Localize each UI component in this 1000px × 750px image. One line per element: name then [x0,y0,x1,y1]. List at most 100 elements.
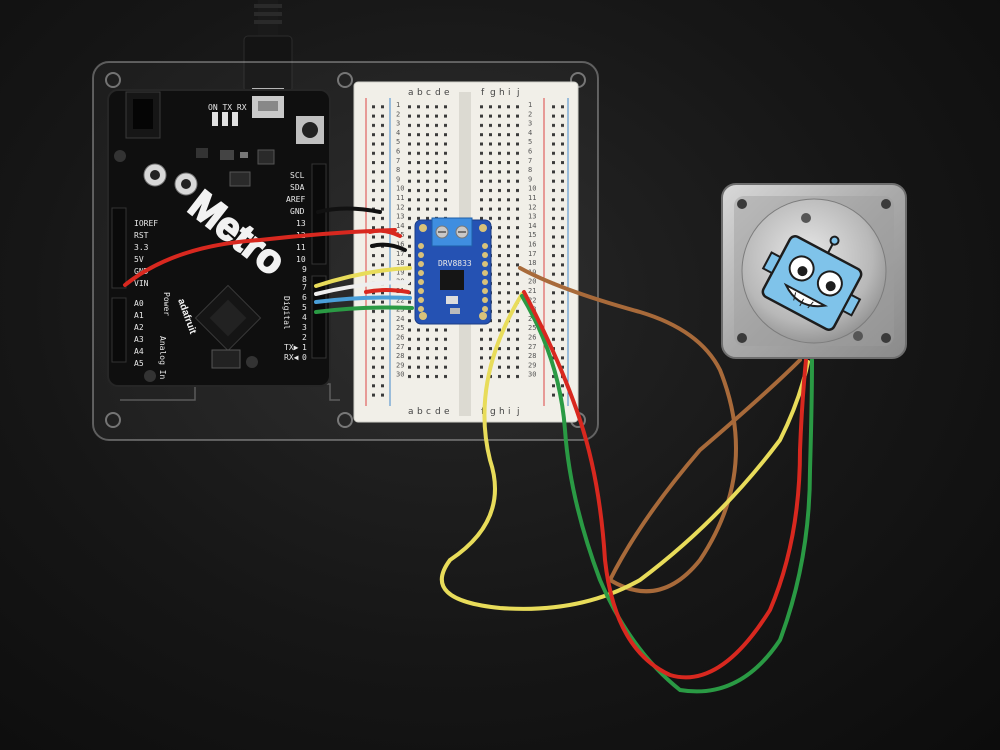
row-number: 7 [528,157,532,165]
svg-text:a: a [408,407,414,417]
row-number: 20 [528,278,536,286]
svg-text:c: c [426,88,431,98]
svg-text:Analog In: Analog In [158,336,167,380]
svg-text:d: d [435,407,441,417]
svg-text:7: 7 [302,283,307,292]
svg-text:2: 2 [302,333,307,342]
svg-text:4: 4 [302,313,307,322]
header-pin [418,288,424,294]
row-number: 8 [528,166,532,174]
svg-text:b: b [417,88,423,98]
row-number: 16 [528,241,536,249]
row-number: 28 [528,352,536,360]
row-number: 30 [528,371,536,379]
svg-text:3: 3 [302,323,307,332]
svg-text:g: g [490,407,496,417]
row-number: 18 [396,259,404,267]
row-number: 11 [528,194,536,202]
header-pin [418,306,424,312]
power-rail-left [368,100,388,402]
svg-text:Power: Power [162,292,171,316]
row-number: 14 [396,222,404,230]
row-number: 30 [396,371,404,379]
row-number: 12 [396,203,404,211]
row-number: 2 [528,110,532,118]
row-number: 6 [528,148,532,156]
row-number: 18 [528,259,536,267]
svg-text:0: 0 [302,353,307,362]
row-number: 28 [396,352,404,360]
svg-text:IOREF: IOREF [134,219,158,228]
svg-text:SCL: SCL [290,171,305,180]
row-number: 7 [396,157,400,165]
status-led-labels: ON TX RX [208,103,247,112]
driver-chip-label: DRV8833 [438,259,472,268]
header-pin [482,243,488,249]
svg-text:A4: A4 [134,347,144,356]
svg-text:11: 11 [296,243,306,252]
row-number: 22 [396,296,404,304]
row-number: 4 [528,129,532,137]
row-numbers-left: 1234567891011121314151617181920212223242… [396,101,404,379]
motor-wires [439,266,814,694]
svg-text:f: f [481,88,485,98]
svg-text:e: e [444,407,450,417]
analog-label: Analog In [158,336,167,380]
row-number: 27 [396,343,404,351]
header-pin [482,306,488,312]
header-pin [482,261,488,267]
row-number: 22 [528,296,536,304]
svg-text:9: 9 [302,265,307,274]
svg-text:6: 6 [302,293,307,302]
rx-label: RX◀ [284,353,299,362]
row-number: 4 [396,129,400,137]
digital-pin-labels-lower: 7 6 5 4 3 2 1 0 [302,283,307,362]
row-number: 6 [396,148,400,156]
header-pin [418,243,424,249]
power-label: Power [162,292,171,316]
svg-text:i: i [508,407,511,417]
svg-text:GND: GND [290,207,305,216]
svg-text:SDA: SDA [290,183,305,192]
svg-text:5: 5 [302,303,307,312]
svg-text:c: c [426,407,431,417]
svg-text:A3: A3 [134,335,144,344]
row-number: 15 [528,231,536,239]
analog-pin-labels: A0 A1 A2 A3 A4 A5 [134,299,144,368]
row-number: 29 [396,361,404,369]
svg-text:g: g [490,88,496,98]
svg-text:VIN: VIN [134,279,149,288]
driver-header-pins [418,243,488,312]
row-number: 9 [396,175,400,183]
svg-text:5V: 5V [134,255,144,264]
svg-text:8: 8 [302,275,307,284]
row-number: 25 [528,324,536,332]
header-pin [418,297,424,303]
row-number: 1 [396,101,400,109]
svg-text:AREF: AREF [286,195,305,204]
jumper-wires [123,206,414,314]
driver-board: DRV8833 [414,217,492,325]
row-number: 27 [528,343,536,351]
svg-text:b: b [417,407,423,417]
row-number: 2 [396,110,400,118]
header-pin [418,261,424,267]
row-number: 26 [528,334,536,342]
robot-sticker [761,235,863,331]
header-pin [482,279,488,285]
row-number: 13 [528,213,536,221]
header-pin [418,252,424,258]
svg-text:A0: A0 [134,299,144,308]
svg-text:A1: A1 [134,311,144,320]
row-number: 21 [528,287,536,295]
header-pin [482,297,488,303]
svg-text:Digital: Digital [282,296,291,330]
column-letters-top: a b c d e f g h i j [408,88,520,98]
row-number: 19 [396,268,404,276]
row-number: 14 [528,222,536,230]
row-number: 25 [396,324,404,332]
row-number: 29 [528,361,536,369]
svg-text:13: 13 [296,219,306,228]
row-number: 1 [528,101,532,109]
